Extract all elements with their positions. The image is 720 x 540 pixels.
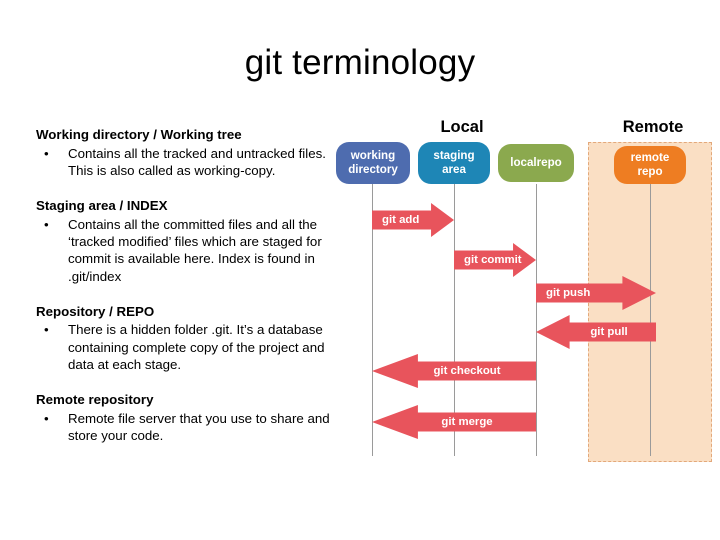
block-heading: Remote repository <box>36 392 154 408</box>
node-working-directory[interactable]: working directory <box>336 142 410 184</box>
bullet-marker: • <box>44 216 49 232</box>
arrow-git-add[interactable]: git add <box>372 203 454 237</box>
bullet-marker: • <box>44 410 49 426</box>
node-remote-repo[interactable]: remote repo <box>614 146 686 184</box>
node-staging-area[interactable]: staging area <box>418 142 490 184</box>
arrow-git-commit[interactable]: git commit <box>454 243 536 277</box>
git-workflow-diagram: Local Remote working directory staging a… <box>336 112 720 472</box>
block-body: • Remote file server that you use to sha… <box>36 410 336 445</box>
terminology-text-column: Working directory / Working tree • Conta… <box>36 126 336 444</box>
page-title: git terminology <box>244 43 476 82</box>
bullet-marker: • <box>44 145 49 161</box>
text-block-working-directory: Working directory / Working tree • Conta… <box>36 126 336 179</box>
bullet-marker: • <box>44 322 49 338</box>
lifeline-remote-repo <box>650 184 651 456</box>
block-body-text: Remote file server that you use to share… <box>68 410 330 443</box>
text-block-remote-repository: Remote repository • Remote file server t… <box>36 391 336 444</box>
lifeline-localrepo <box>536 184 537 456</box>
block-body-text: There is a hidden folder .git. It’s a da… <box>68 322 325 372</box>
block-body: • Contains all the tracked and untracked… <box>36 145 336 180</box>
block-heading: Repository / REPO <box>36 303 155 319</box>
block-heading: Working directory / Working tree <box>36 127 242 142</box>
block-body: • There is a hidden folder .git. It’s a … <box>36 321 336 373</box>
block-body: • Contains all the committed files and a… <box>36 216 336 285</box>
text-block-repository: Repository / REPO • There is a hidden fo… <box>36 303 336 373</box>
block-body-text: Contains all the committed files and all… <box>68 216 322 284</box>
block-body-text: Contains all the tracked and untracked f… <box>68 145 326 178</box>
lifeline-staging-area <box>454 184 455 456</box>
node-localrepo[interactable]: localrepo <box>498 144 574 182</box>
block-heading: Staging area / INDEX <box>36 198 168 214</box>
zone-label-remote: Remote <box>622 118 684 136</box>
text-block-staging-area: Staging area / INDEX • Contains all the … <box>36 197 336 285</box>
zone-label-local: Local <box>440 118 484 136</box>
lifeline-working-directory <box>372 184 373 456</box>
